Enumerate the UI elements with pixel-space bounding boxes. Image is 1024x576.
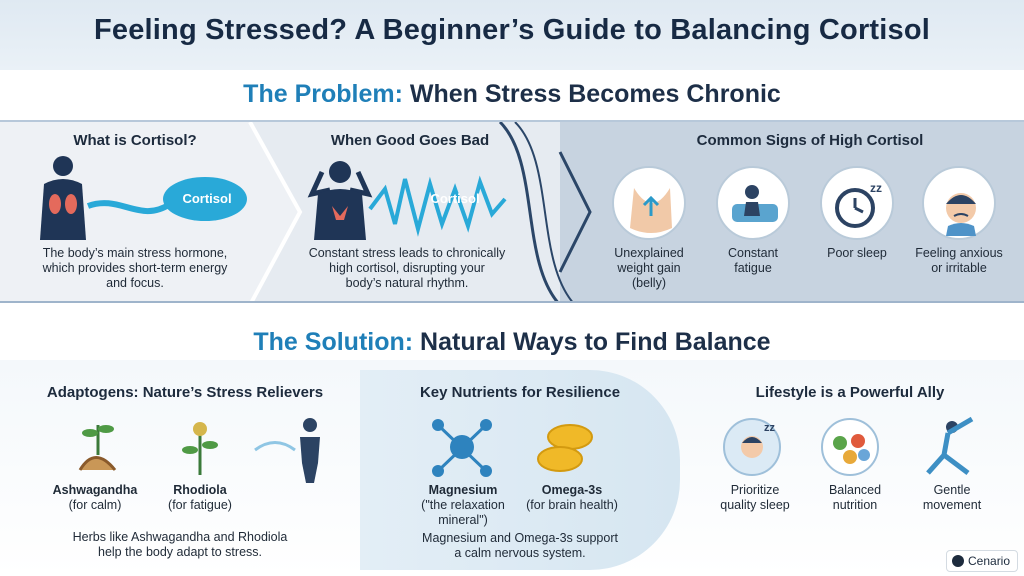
nutrients-title: Key Nutrients for Resilience: [419, 384, 621, 401]
what-is-cortisol-body: The body’s main stress hormone, which pr…: [20, 246, 250, 291]
problem-heading-highlight: The Problem:: [243, 80, 403, 108]
herb-desc: (for fatigue): [168, 498, 232, 512]
body-line: body’s natural rhythm.: [345, 276, 469, 290]
sign-line: Poor sleep: [827, 246, 887, 260]
lifestyle-line: Gentle: [933, 483, 971, 497]
sign-line: Unexplained: [614, 246, 684, 260]
lifestyle-line: nutrition: [832, 498, 878, 512]
sign-line: or irritable: [931, 261, 987, 275]
ashwagandha-label: Ashwagandha (for calm): [40, 483, 150, 513]
sign-label-sleep: Poor sleep: [807, 246, 907, 261]
good-goes-bad-body: Constant stress leads to chronically hig…: [292, 246, 522, 291]
body-cortisol-icon: [40, 156, 247, 240]
body-line: a calm nervous system.: [454, 546, 586, 560]
lifestyle-line: movement: [922, 498, 982, 512]
stressed-person-icon: [307, 161, 507, 240]
brand-badge: Cenario: [946, 550, 1018, 572]
body-line: Magnesium and Omega-3s support: [422, 531, 618, 545]
clock-icon: zz: [820, 166, 894, 240]
nutrients-body: Magnesium and Omega-3s support a calm ne…: [390, 531, 650, 561]
nutrient-desc: (for brain health): [526, 498, 618, 512]
what-is-cortisol-title: What is Cortisol?: [73, 132, 197, 149]
body-line: and focus.: [106, 276, 164, 290]
nutrient-desc: mineral"): [438, 513, 488, 527]
lifestyle-line: Balanced: [828, 483, 882, 497]
common-signs-title: Common Signs of High Cortisol: [696, 132, 924, 149]
movement-label: Gentle movement: [897, 483, 1007, 513]
sign-label-anxious: Feeling anxious or irritable: [909, 246, 1009, 276]
body-line: The body’s main stress hormone,: [42, 246, 228, 260]
herb-name: Rhodiola: [173, 483, 227, 497]
omega3-label: Omega-3s (for brain health): [512, 483, 632, 513]
belly-icon: [612, 166, 686, 240]
brand-name: Cenario: [968, 554, 1011, 568]
good-goes-bad-title: When Good Goes Bad: [330, 132, 490, 149]
solution-heading-text: Natural Ways to Find Balance: [420, 328, 771, 356]
cortisol-wave-tag: Cortisol: [430, 191, 480, 206]
svg-text:zz: zz: [764, 422, 776, 434]
nutrients-panel: [360, 370, 680, 570]
lifestyle-line: Prioritize: [730, 483, 780, 497]
herbs-icon: [78, 418, 320, 483]
sign-label-weight: Unexplained weight gain (belly): [599, 246, 699, 291]
rhodiola-label: Rhodiola (for fatigue): [145, 483, 255, 513]
cortisol-tag: Cortisol: [182, 191, 232, 206]
nutrient-desc: ("the relaxation: [421, 498, 505, 512]
page-title: Feeling Stressed? A Beginner’s Guide to …: [93, 14, 931, 46]
sign-line: Constant: [727, 246, 779, 260]
body-line: Herbs like Ashwagandha and Rhodiola: [72, 530, 288, 544]
sign-line: Feeling anxious: [915, 246, 1003, 260]
sign-line: (belly): [631, 276, 667, 290]
solution-heading: The Solution: Natural Ways to Find Balan…: [0, 328, 1024, 357]
body-line: high cortisol, disrupting your: [329, 261, 485, 275]
problem-band: What is Cortisol? Cortisol The body’s ma…: [0, 120, 1024, 303]
sign-label-fatigue: Constant fatigue: [703, 246, 803, 276]
adaptogens-body: Herbs like Ashwagandha and Rhodiola help…: [40, 530, 320, 560]
body-line: help the body adapt to stress.: [98, 545, 262, 559]
body-line: which provides short-term energy: [42, 261, 228, 275]
herb-desc: (for calm): [68, 498, 122, 512]
body-line: Constant stress leads to chronically: [308, 246, 506, 260]
lifestyle-title: Lifestyle is a Powerful Ally: [755, 384, 945, 401]
solution-heading-highlight: The Solution:: [253, 328, 414, 356]
adaptogens-title: Adaptogens: Nature’s Stress Relievers: [46, 384, 324, 401]
nutrient-name: Omega-3s: [541, 483, 603, 497]
nutrient-name: Magnesium: [428, 483, 498, 497]
sign-line: weight gain: [617, 261, 681, 275]
sign-line: fatigue: [734, 261, 772, 275]
problem-heading-text: When Stress Becomes Chronic: [409, 80, 781, 108]
magnesium-omega-icon: [432, 419, 593, 477]
fatigue-icon: [716, 166, 790, 240]
herb-name: Ashwagandha: [52, 483, 138, 497]
magnesium-label: Magnesium ("the relaxation mineral"): [408, 483, 518, 528]
lifestyle-line: quality sleep: [720, 498, 790, 512]
problem-heading: The Problem: When Stress Becomes Chronic: [0, 80, 1024, 109]
header-bar: [0, 0, 1024, 70]
svg-text:zz: zz: [870, 181, 882, 195]
sleep-label: Prioritize quality sleep: [700, 483, 810, 513]
brand-logo-icon: [952, 555, 964, 567]
lifestyle-icons: zz: [723, 416, 974, 476]
anxious-face-icon: [922, 166, 996, 240]
nutrition-label: Balanced nutrition: [800, 483, 910, 513]
